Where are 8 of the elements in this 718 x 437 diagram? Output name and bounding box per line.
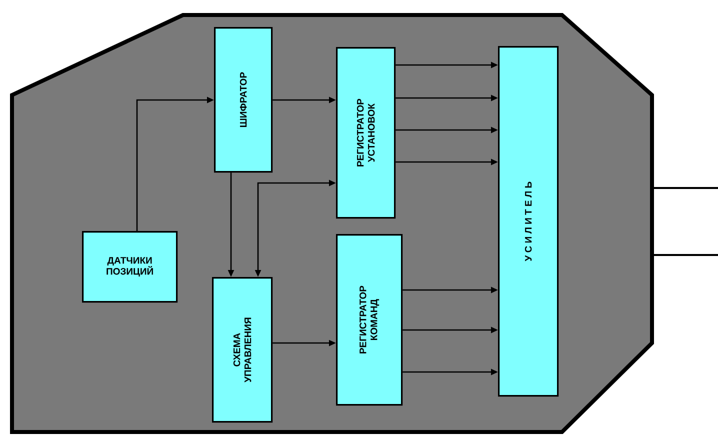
output-line [652,187,718,189]
block-box: РЕГИСТРАТОР УСТАНОВОК [336,47,396,219]
output-line [652,254,718,256]
block-box: ДАТЧИКИ ПОЗИЦИЙ [82,231,178,303]
block-box: У С И Л И Т Е Л Ь [498,46,559,397]
block-box: ШИФРАТОР [214,27,273,173]
block-box: РЕГИСТРАТОР КОМАНД [336,234,403,406]
block-box: СХЕМА УПРАВЛЕНИЯ [212,277,273,423]
